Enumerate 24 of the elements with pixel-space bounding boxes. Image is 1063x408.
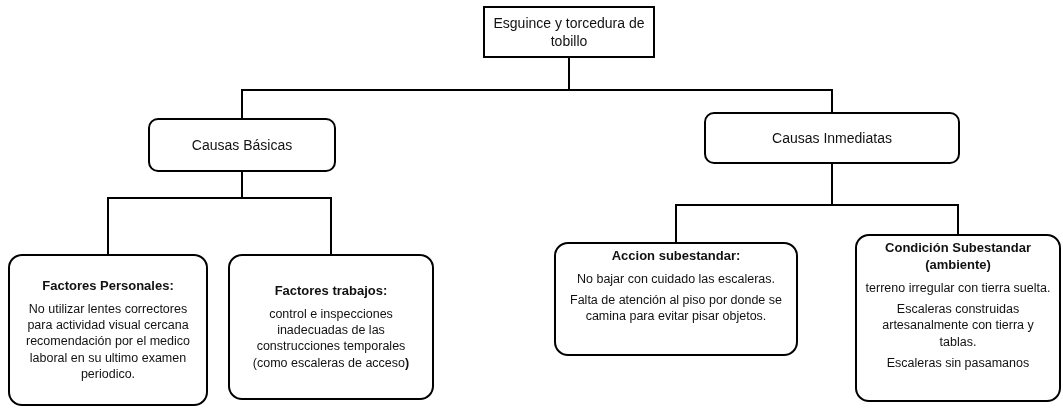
card-text: Escaleras construidas artesanalmente con tierra y tablas. xyxy=(881,301,1035,350)
connector-line xyxy=(241,171,332,255)
card-text: Causas Básicas xyxy=(191,135,293,155)
card-text: terreno irregular con tierra suelta. xyxy=(865,279,1051,297)
card-heading: Factores trabajos: xyxy=(274,283,388,300)
card-heading: Accion subestandar: xyxy=(611,248,741,265)
card-text: Falta de atención al piso por donde se camina para evitar pisar objetos. xyxy=(569,292,783,325)
card-text: No utilizar lentes correctores para actividad visual cercana recomendación por el medico laboral en su ultimo examen periodico. xyxy=(25,300,191,383)
card-heading: Condición Subestandar (ambiente) xyxy=(884,240,1032,274)
card-text: No bajar con cuidado las escaleras. xyxy=(577,270,775,288)
connector-line xyxy=(831,163,959,235)
cause-card xyxy=(228,254,434,400)
cause-card xyxy=(554,242,798,356)
topic-box xyxy=(704,112,960,164)
topic-box xyxy=(148,118,336,172)
card-heading: Factores Personales: xyxy=(42,277,174,295)
card-text: Causas Inmediatas xyxy=(772,128,892,148)
cause-card xyxy=(8,254,208,406)
card-text: Escaleras sin pasamanos xyxy=(886,354,1030,372)
card-text: control e inspecciones inadecuadas de las construcciones temporales (como escaleras de acceso) xyxy=(251,305,411,371)
connector-line xyxy=(568,57,833,113)
card-text: Esguince y torcedura de tobillo xyxy=(493,13,645,51)
topic-box xyxy=(483,6,655,58)
cause-card xyxy=(855,234,1061,402)
